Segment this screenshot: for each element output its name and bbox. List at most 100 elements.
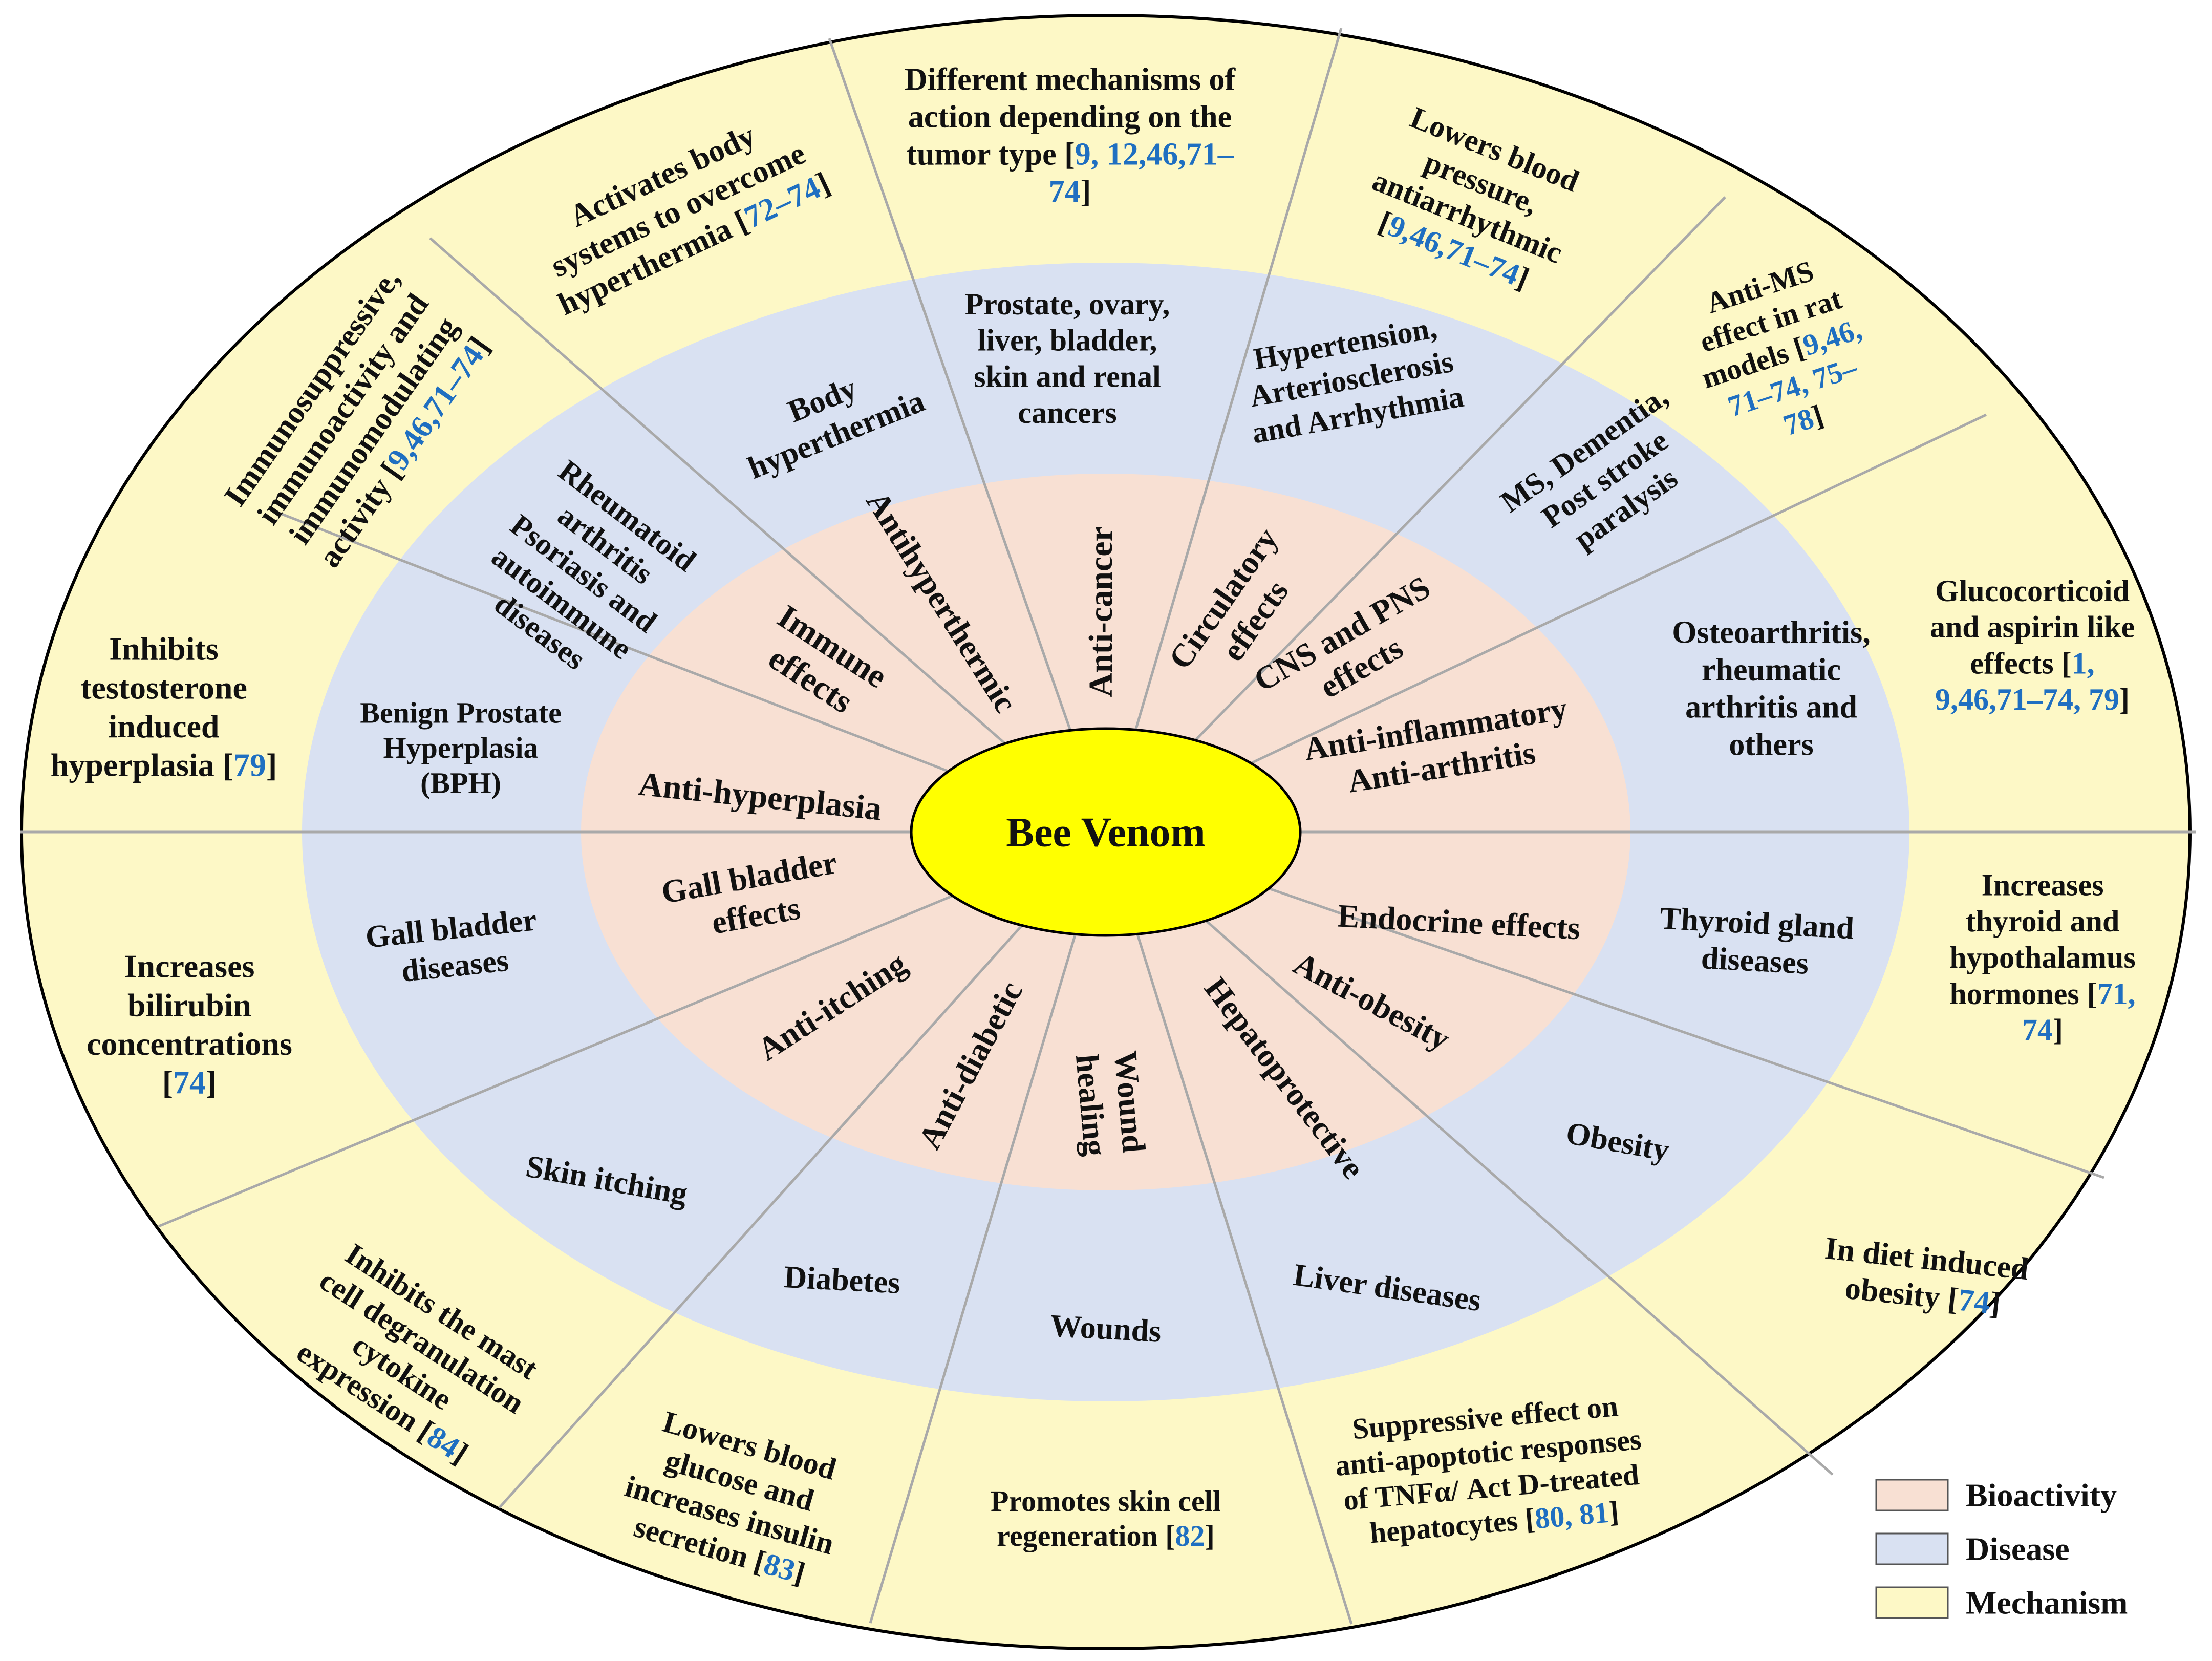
spoke-line (429, 237, 1107, 833)
disease-label-line: Wounds (1049, 1308, 1162, 1349)
label-text: ] (1205, 1519, 1215, 1552)
legend-label-disease: Disease (1966, 1531, 2070, 1567)
bioactivity-label-line: healing (1069, 1053, 1114, 1158)
label-text: Different mechanisms of (905, 62, 1236, 97)
label-text: ] (266, 747, 277, 783)
reference-citation: 71, (2097, 977, 2136, 1011)
disease-label-line: Benign Prostate (360, 696, 562, 729)
legend-swatch-mechanism (1875, 1586, 1949, 1619)
label-text: induced (109, 708, 220, 744)
label-text: concentrations (87, 1025, 292, 1061)
mechanism-label-line: Promotes skin cell (991, 1484, 1221, 1517)
center-node: Bee Venom (910, 727, 1302, 937)
disease-label-diabetes: Diabetes (783, 1260, 901, 1301)
label-text: Glucocorticoid (1935, 574, 2130, 608)
mechanism-label-line: and aspirin like (1930, 610, 2135, 644)
mechanism-label-line: regeneration [82] (997, 1519, 1215, 1552)
label-text: hypothalamus (1949, 941, 2135, 974)
spoke-line (869, 832, 1107, 1624)
bioactivity-label-anti-cancer: Anti-cancer (1082, 526, 1120, 697)
bioactivity-label-line: Wound (1108, 1049, 1153, 1154)
spoke-line (1105, 830, 2104, 1179)
mechanism-label-line: hormones [71, (1949, 977, 2135, 1011)
mechanism-label-line: testosterone (80, 669, 247, 706)
mechanism-label-line: 9,46,71–74, 79] (1935, 683, 2130, 716)
mechanism-label-line: thyroid and (1966, 904, 2120, 938)
bioactivity-label-wound-healing: Woundhealing (1069, 1049, 1152, 1157)
label-text: (BPH) (420, 766, 501, 799)
disease-label-line: Hyperplasia (383, 731, 539, 764)
label-text: Wounds (1049, 1308, 1162, 1349)
reference-citation: 9, 12,46,71– (1075, 137, 1234, 172)
label-text: and aspirin like (1930, 610, 2135, 644)
label-text: Increases (1982, 868, 2104, 902)
disease-label-line: rheumatic (1702, 652, 1841, 687)
disease-label-cancers: Prostate, ovary,liver, bladder,skin and … (965, 287, 1170, 430)
label-text: Diabetes (783, 1260, 901, 1301)
mechanism-label-line: Inhibits (109, 630, 218, 667)
label-text: Promotes skin cell (991, 1484, 1221, 1517)
mechanism-label-line: tumor type [9, 12,46,71– (906, 137, 1234, 172)
mechanism-label-line: induced (109, 708, 220, 744)
mechanism-label-line: action depending on the (908, 99, 1232, 134)
disease-label-line: cancers (1018, 396, 1116, 430)
mechanism-label-line: bilirubin (127, 987, 251, 1023)
disease-label-line: (BPH) (420, 766, 501, 799)
label-text: regeneration [ (997, 1519, 1175, 1552)
spoke-line (1104, 28, 1343, 833)
label-text: effects [ (1970, 646, 2071, 680)
spoke-line (1104, 832, 1353, 1625)
reference-citation: 79 (233, 747, 266, 783)
label-text: Hyperplasia (383, 731, 539, 764)
label-text: Anti-cancer (1082, 526, 1120, 697)
spoke-line (498, 831, 1107, 1509)
label-text: ] (2053, 1013, 2063, 1047)
mechanism-label-line: hypothalamus (1949, 941, 2135, 974)
label-text: Inhibits (109, 630, 218, 667)
disease-label-wounds: Wounds (1049, 1308, 1162, 1349)
mechanism-label-line: 74] (2022, 1013, 2063, 1047)
label-text: healing (1069, 1053, 1114, 1158)
disease-label-line: skin and renal (974, 359, 1161, 393)
label-text: Increases (124, 948, 255, 984)
label-text: testosterone (80, 669, 247, 706)
label-text: arthritis and (1685, 690, 1857, 725)
label-text: bilirubin (127, 987, 251, 1023)
mechanism-label-line: Increases (1982, 868, 2104, 902)
label-text: tumor type [ (906, 137, 1075, 172)
label-text: Benign Prostate (360, 696, 562, 729)
disease-label-line: diseases (1700, 941, 1809, 981)
mechanism-label-hepatocytes: Suppressive effect onanti-apoptotic resp… (1330, 1387, 1648, 1552)
label-text: [ (162, 1064, 173, 1100)
label-text: others (1729, 728, 1813, 762)
label-text: Wound (1108, 1049, 1153, 1154)
label-text: hormones [ (1949, 977, 2097, 1011)
legend-label-mechanism: Mechanism (1966, 1585, 2128, 1621)
spoke-line (1105, 831, 1834, 1476)
reference-citation: 74 (2022, 1013, 2053, 1047)
mechanism-label-line: effects [1, (1970, 646, 2094, 680)
label-text: thyroid and (1966, 904, 2120, 938)
mechanism-label-line: 74] (1049, 175, 1091, 209)
spoke-line (1105, 413, 1987, 834)
center-label: Bee Venom (1006, 809, 1206, 856)
label-text: hyperplasia [ (51, 747, 233, 783)
disease-label-line: Prostate, ovary, (965, 287, 1170, 321)
label-text: liver, bladder, (978, 324, 1157, 357)
mechanism-label-line: Increases (124, 948, 255, 984)
disease-label-line: liver, bladder, (978, 324, 1157, 357)
spoke-line (158, 830, 1106, 1228)
label-text: skin and renal (974, 359, 1161, 393)
mechanism-label-anti-ms: Anti-MSeffect in ratmodels [9,46,71–74, … (1676, 245, 1887, 461)
mechanism-label-line: [74] (162, 1064, 217, 1100)
label-text: Prostate, ovary, (965, 287, 1170, 321)
